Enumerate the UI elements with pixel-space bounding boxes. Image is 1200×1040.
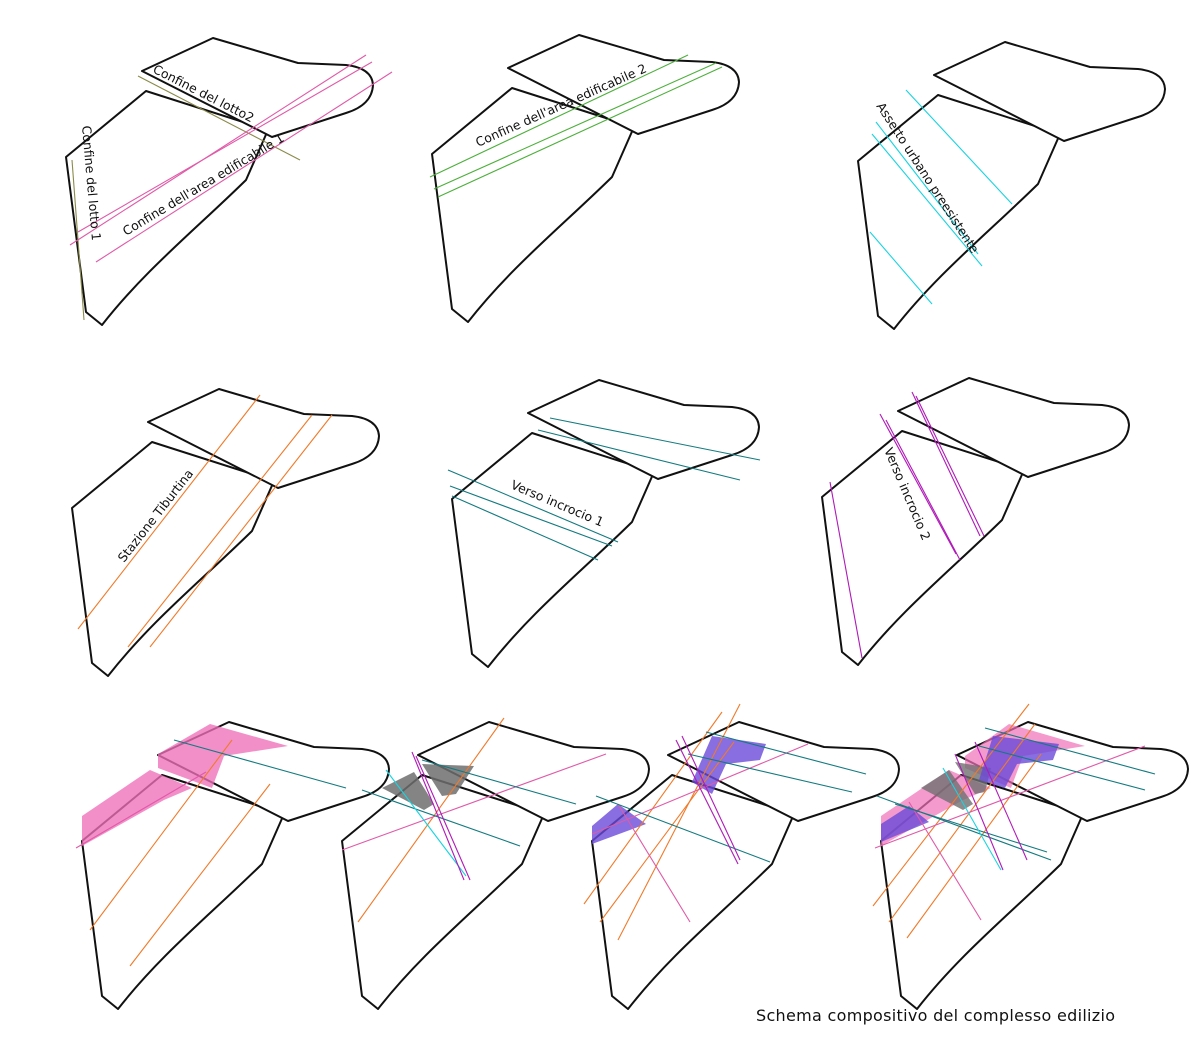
tiburtina-lines (77, 394, 333, 648)
incrocio-1-lines (173, 739, 347, 789)
pink-fill-areas (82, 724, 288, 846)
assetto-lines (385, 769, 467, 877)
panel-combinazione-2 (341, 717, 650, 1010)
incrocio-2-lines (675, 735, 741, 865)
incrocio-2-lines (954, 741, 1028, 871)
violet-fill-areas (592, 736, 766, 844)
area-edificabile-1-lines (69, 54, 393, 263)
assetto-urbano-lines (869, 89, 1013, 305)
tiburtina-lines (872, 703, 1042, 939)
panel-verso-incrocio-2: Verso incrocio 2 (821, 377, 1130, 666)
panel-assetto-urbano: Assetto urbano preesistente (857, 41, 1166, 330)
incrocio-1-lines (595, 731, 867, 863)
assetto-lines (942, 767, 1002, 871)
panel-area-edificabile-2: Confine dell'area edificabile 2 (429, 34, 740, 323)
area-lines (874, 745, 1146, 921)
panel-combinazione-3 (583, 703, 900, 1010)
panel-combinazione-4 (872, 703, 1189, 1010)
tiburtina-lines (89, 739, 271, 967)
gray-fill-areas (921, 762, 991, 810)
panel-lotto: Confine del lotto2 Confine dell'area edi… (65, 37, 393, 326)
tiburtina-lines (357, 717, 505, 923)
panel-verso-incrocio-1: Verso incrocio 1 (447, 379, 761, 668)
incrocio-2-lines (411, 751, 471, 881)
diagram-caption: Schema compositivo del complesso edilizi… (756, 1006, 1116, 1025)
incrocio-2-lines (829, 391, 985, 659)
panel-stazione-tiburtina: Stazione Tiburtina (71, 388, 380, 677)
area-edificabile-2-lines (429, 54, 723, 198)
incrocio-1-lines (447, 417, 761, 561)
area-lines (341, 753, 607, 851)
incrocio-1-lines (361, 759, 577, 847)
incrocio-1-lines (876, 727, 1156, 861)
panel-combinazione-1 (75, 721, 390, 1010)
